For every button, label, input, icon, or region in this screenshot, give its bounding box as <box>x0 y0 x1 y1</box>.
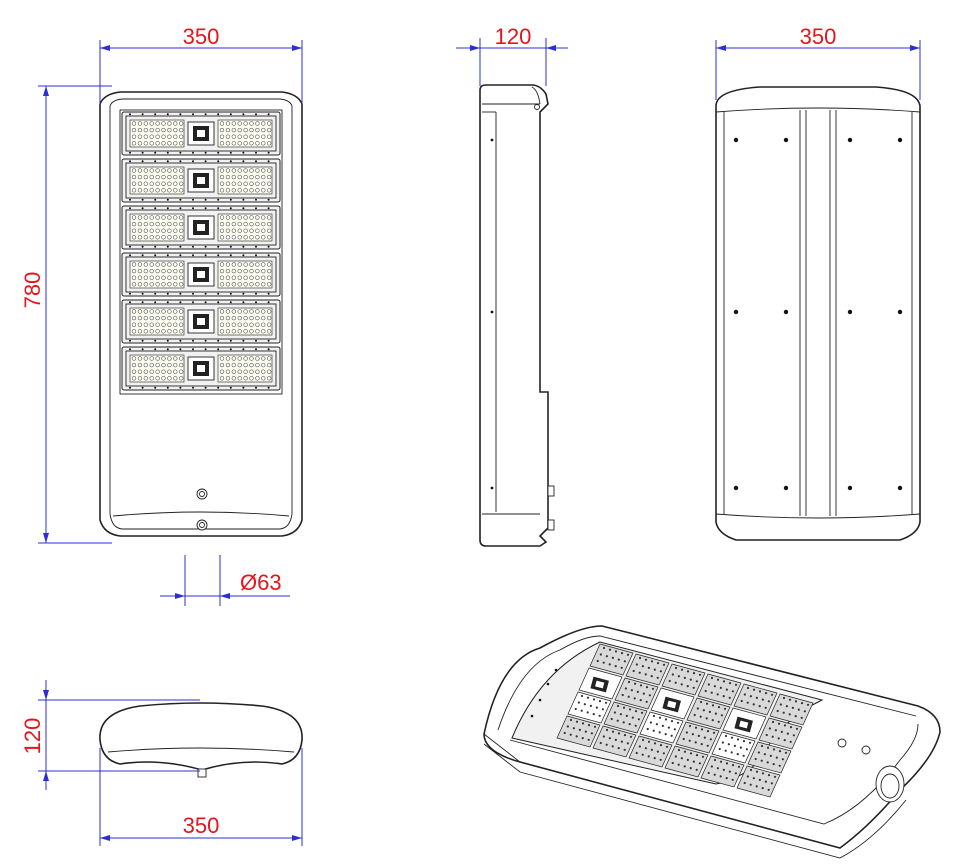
isometric-led-grid <box>556 643 814 798</box>
back-screws <box>733 137 903 491</box>
led-module <box>121 158 281 203</box>
led-cell <box>686 697 731 730</box>
end-height-dimension: 120 <box>20 680 200 790</box>
isometric-view <box>483 625 941 859</box>
led-cell <box>589 643 634 676</box>
end-width-label: 350 <box>183 813 220 838</box>
front-height-label: 780 <box>20 272 45 309</box>
led-cell <box>614 677 659 710</box>
led-cell <box>592 725 637 758</box>
side-view <box>479 84 555 547</box>
led-module <box>121 346 281 391</box>
led-array <box>129 354 185 383</box>
led-cell <box>639 711 684 744</box>
led-cell <box>697 673 742 706</box>
led-array <box>129 260 185 289</box>
front-width-label: 350 <box>183 24 220 49</box>
led-array <box>217 260 273 289</box>
led-cell <box>722 707 767 740</box>
led-module <box>121 111 281 156</box>
end-view <box>99 702 303 778</box>
led-cell <box>578 667 623 700</box>
led-cell <box>747 741 792 774</box>
front-width-dimension: 350 <box>99 24 303 104</box>
front-view <box>99 91 303 537</box>
led-cell <box>736 765 781 798</box>
led-cell <box>625 653 670 686</box>
led-cell <box>661 663 706 696</box>
led-array <box>129 119 185 148</box>
led-array <box>129 307 185 336</box>
led-cell <box>758 717 803 750</box>
led-cell <box>567 691 612 724</box>
led-array <box>217 166 273 195</box>
led-module <box>121 299 281 344</box>
led-cell <box>664 745 709 778</box>
led-cell <box>769 693 814 726</box>
led-array <box>129 213 185 242</box>
led-array <box>129 166 185 195</box>
led-array <box>217 307 273 336</box>
led-cell <box>675 721 720 754</box>
end-height-label: 120 <box>20 718 45 755</box>
led-module <box>121 252 281 297</box>
end-width-dimension: 350 <box>99 748 303 846</box>
led-cell <box>650 687 695 720</box>
led-module <box>121 205 281 250</box>
led-array <box>217 119 273 148</box>
led-array <box>217 354 273 383</box>
led-module-stack <box>121 111 281 391</box>
led-array <box>217 213 273 242</box>
led-cell <box>603 701 648 734</box>
side-depth-dimension: 120 <box>456 24 568 86</box>
side-depth-label: 120 <box>495 24 532 49</box>
pole-diameter-dimension: Ø63 <box>160 555 290 606</box>
back-width-label: 350 <box>800 24 837 49</box>
pole-diameter-label: Ø63 <box>240 570 282 595</box>
led-cell <box>628 735 673 768</box>
led-cell <box>733 683 778 716</box>
back-view <box>715 86 921 541</box>
led-cell <box>700 755 745 788</box>
led-cell <box>556 715 601 748</box>
back-width-dimension: 350 <box>715 24 921 100</box>
led-cell <box>711 731 756 764</box>
front-height-dimension: 780 <box>20 85 112 544</box>
